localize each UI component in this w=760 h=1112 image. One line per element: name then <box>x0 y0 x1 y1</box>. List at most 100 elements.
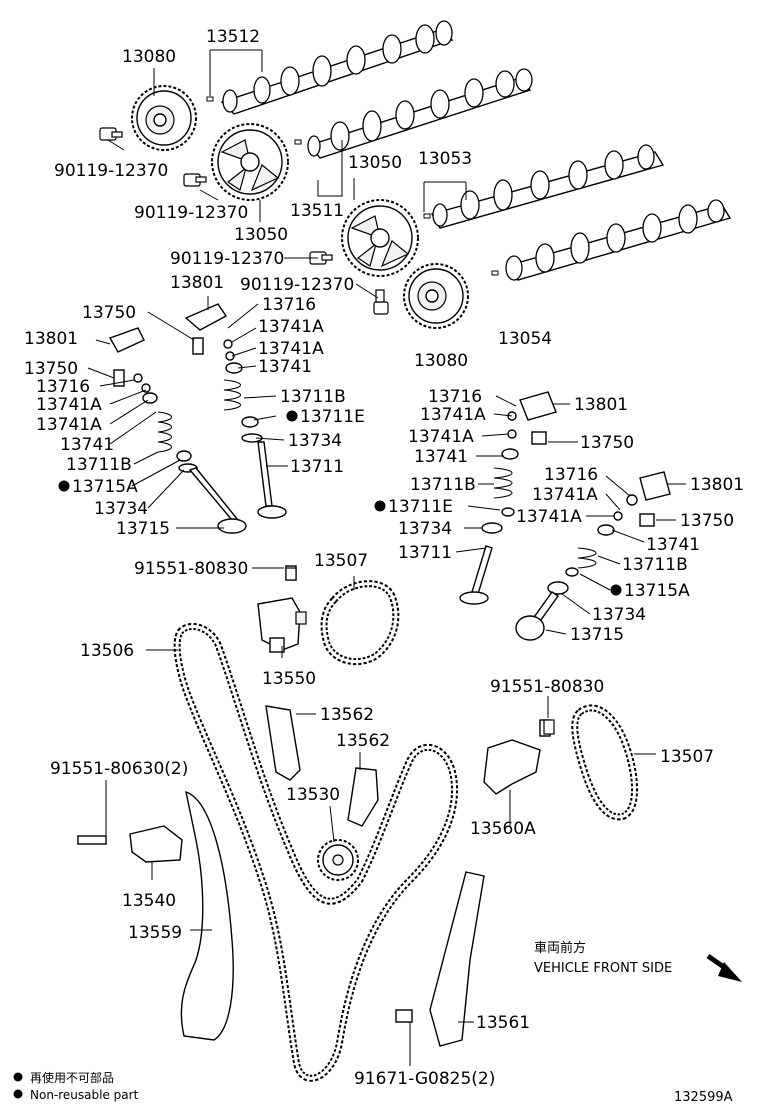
chain-tensioner-13560A <box>483 719 551 795</box>
label-90119-c: 90119-12370 <box>170 249 284 269</box>
label-13801-a: 13801 <box>170 273 224 293</box>
label-13750-a: 13750 <box>82 303 136 323</box>
label-13050-a: 13050 <box>234 225 288 245</box>
label-13716-d: 13716 <box>544 465 598 485</box>
label-13530: 13530 <box>286 785 340 805</box>
label-13716-a: 13716 <box>262 295 316 315</box>
label-91551-a: 91551-80830 <box>134 559 248 579</box>
label-13715-b: 13715 <box>570 625 624 645</box>
label-90119-a: 90119-12370 <box>54 161 168 181</box>
sprocket-13050-a <box>211 123 289 201</box>
legend-jp: 再使用不可部品 <box>30 1070 114 1085</box>
label-13711B-d: 13711B <box>622 555 688 575</box>
chain-guide-13561 <box>395 871 485 1047</box>
label-13750-c: 13750 <box>580 433 634 453</box>
label-90119-d: 90119-12370 <box>240 275 354 295</box>
label-13540: 13540 <box>122 891 176 911</box>
label-13801-d: 13801 <box>690 475 744 495</box>
label-13741A-d: 13741A <box>36 415 102 435</box>
leader-lines <box>87 49 686 1066</box>
label-13716-c: 13716 <box>428 387 482 407</box>
label-13750-b: 13750 <box>24 359 78 379</box>
label-13715-a: 13715 <box>116 519 170 539</box>
figure-id: 132599A <box>674 1090 733 1105</box>
camshaft-intake-1 <box>307 68 533 159</box>
label-13507-a: 13507 <box>314 551 368 571</box>
label-13562-b: 13562 <box>336 731 390 751</box>
bolt-90119-icons <box>99 127 389 315</box>
label-13054: 13054 <box>498 329 552 349</box>
label-13711B-b: 13711B <box>66 455 132 475</box>
camshaft-exhaust-1 <box>220 20 454 115</box>
label-13734-b: 13734 <box>94 499 148 519</box>
pin-icons <box>206 96 499 276</box>
chain-13507-b <box>571 704 638 821</box>
label-13750-d: 13750 <box>680 511 734 531</box>
label-13711B-a: 13711B <box>280 387 346 407</box>
label-13561: 13561 <box>476 1013 530 1033</box>
label-13741A-g: 13741A <box>532 485 598 505</box>
label-91551-b: 91551-80830 <box>490 677 604 697</box>
front-side-jp: 車両前方 <box>534 940 586 956</box>
label-13562-a: 13562 <box>320 705 374 725</box>
label-13741A-a: 13741A <box>258 317 324 337</box>
label-13512: 13512 <box>206 27 260 47</box>
chain-guide-13562-a <box>265 705 301 781</box>
label-13734-d: 13734 <box>592 605 646 625</box>
label-13734-c: 13734 <box>398 519 452 539</box>
label-13711-b: 13711 <box>398 543 452 563</box>
sprocket-13050-b <box>341 199 419 277</box>
label-13560A: 13560A <box>470 819 536 839</box>
label-13550: 13550 <box>262 669 316 689</box>
label-13559: 13559 <box>128 923 182 943</box>
label-13741A-h: 13741A <box>516 507 582 527</box>
label-13711E-a: 13711E <box>300 407 365 427</box>
label-13511: 13511 <box>290 201 344 221</box>
label-13711-a: 13711 <box>290 457 344 477</box>
label-13715A-a: 13715A <box>72 477 138 497</box>
label-91551-c: 91551-80630(2) <box>50 759 188 779</box>
label-13741-b: 13741 <box>60 435 114 455</box>
label-13741-d: 13741 <box>646 535 700 555</box>
label-13801-c: 13801 <box>574 395 628 415</box>
label-13741-c: 13741 <box>414 447 468 467</box>
label-13715A-b: 13715A <box>624 581 690 601</box>
label-13050-b: 13050 <box>348 153 402 173</box>
chain-tensioner-13550 <box>257 565 307 653</box>
label-13080-bottom: 13080 <box>414 351 468 371</box>
chain-guide-13562-b <box>347 767 379 827</box>
part-number-labels: 13512 13080 90119-12370 90119-12370 1305… <box>24 27 744 1089</box>
non-reusable-dots <box>13 410 622 1099</box>
bolt-91551-icons <box>285 567 555 735</box>
label-13741-a: 13741 <box>258 357 312 377</box>
label-13734-a: 13734 <box>288 431 342 451</box>
label-13507-b: 13507 <box>660 747 714 767</box>
timing-chain-13506 <box>173 623 458 1082</box>
crank-sprocket-13530 <box>317 839 359 881</box>
label-13711E-b: 13711E <box>388 497 453 517</box>
label-13801-b: 13801 <box>24 329 78 349</box>
label-13741A-b: 13741A <box>258 339 324 359</box>
vvt-gear-13080-bottom <box>403 263 469 329</box>
label-13716-b: 13716 <box>36 377 90 397</box>
label-13711B-c: 13711B <box>410 475 476 495</box>
label-91671: 91671-G0825(2) <box>354 1069 495 1089</box>
legend-en: Non-reusable part <box>30 1088 139 1102</box>
chain-tensioner-13540 <box>77 825 183 863</box>
camshaft-exhaust-2 <box>505 199 732 281</box>
valvetrain-right <box>459 391 671 641</box>
front-side-en: VEHICLE FRONT SIDE <box>534 961 672 976</box>
camshaft-intake-2 <box>430 144 665 229</box>
chain-guide-13559 <box>180 790 234 1041</box>
label-13053: 13053 <box>418 149 472 169</box>
vvt-gear-13080-top <box>131 85 197 151</box>
vehicle-front-arrow-icon <box>706 953 742 982</box>
label-13080-top: 13080 <box>122 47 176 67</box>
chain-13507-a <box>320 580 400 666</box>
label-13506: 13506 <box>80 641 134 661</box>
label-90119-b: 90119-12370 <box>134 203 248 223</box>
label-13741A-e: 13741A <box>420 405 486 425</box>
label-13741A-f: 13741A <box>408 427 474 447</box>
valvetrain-left <box>108 303 287 534</box>
